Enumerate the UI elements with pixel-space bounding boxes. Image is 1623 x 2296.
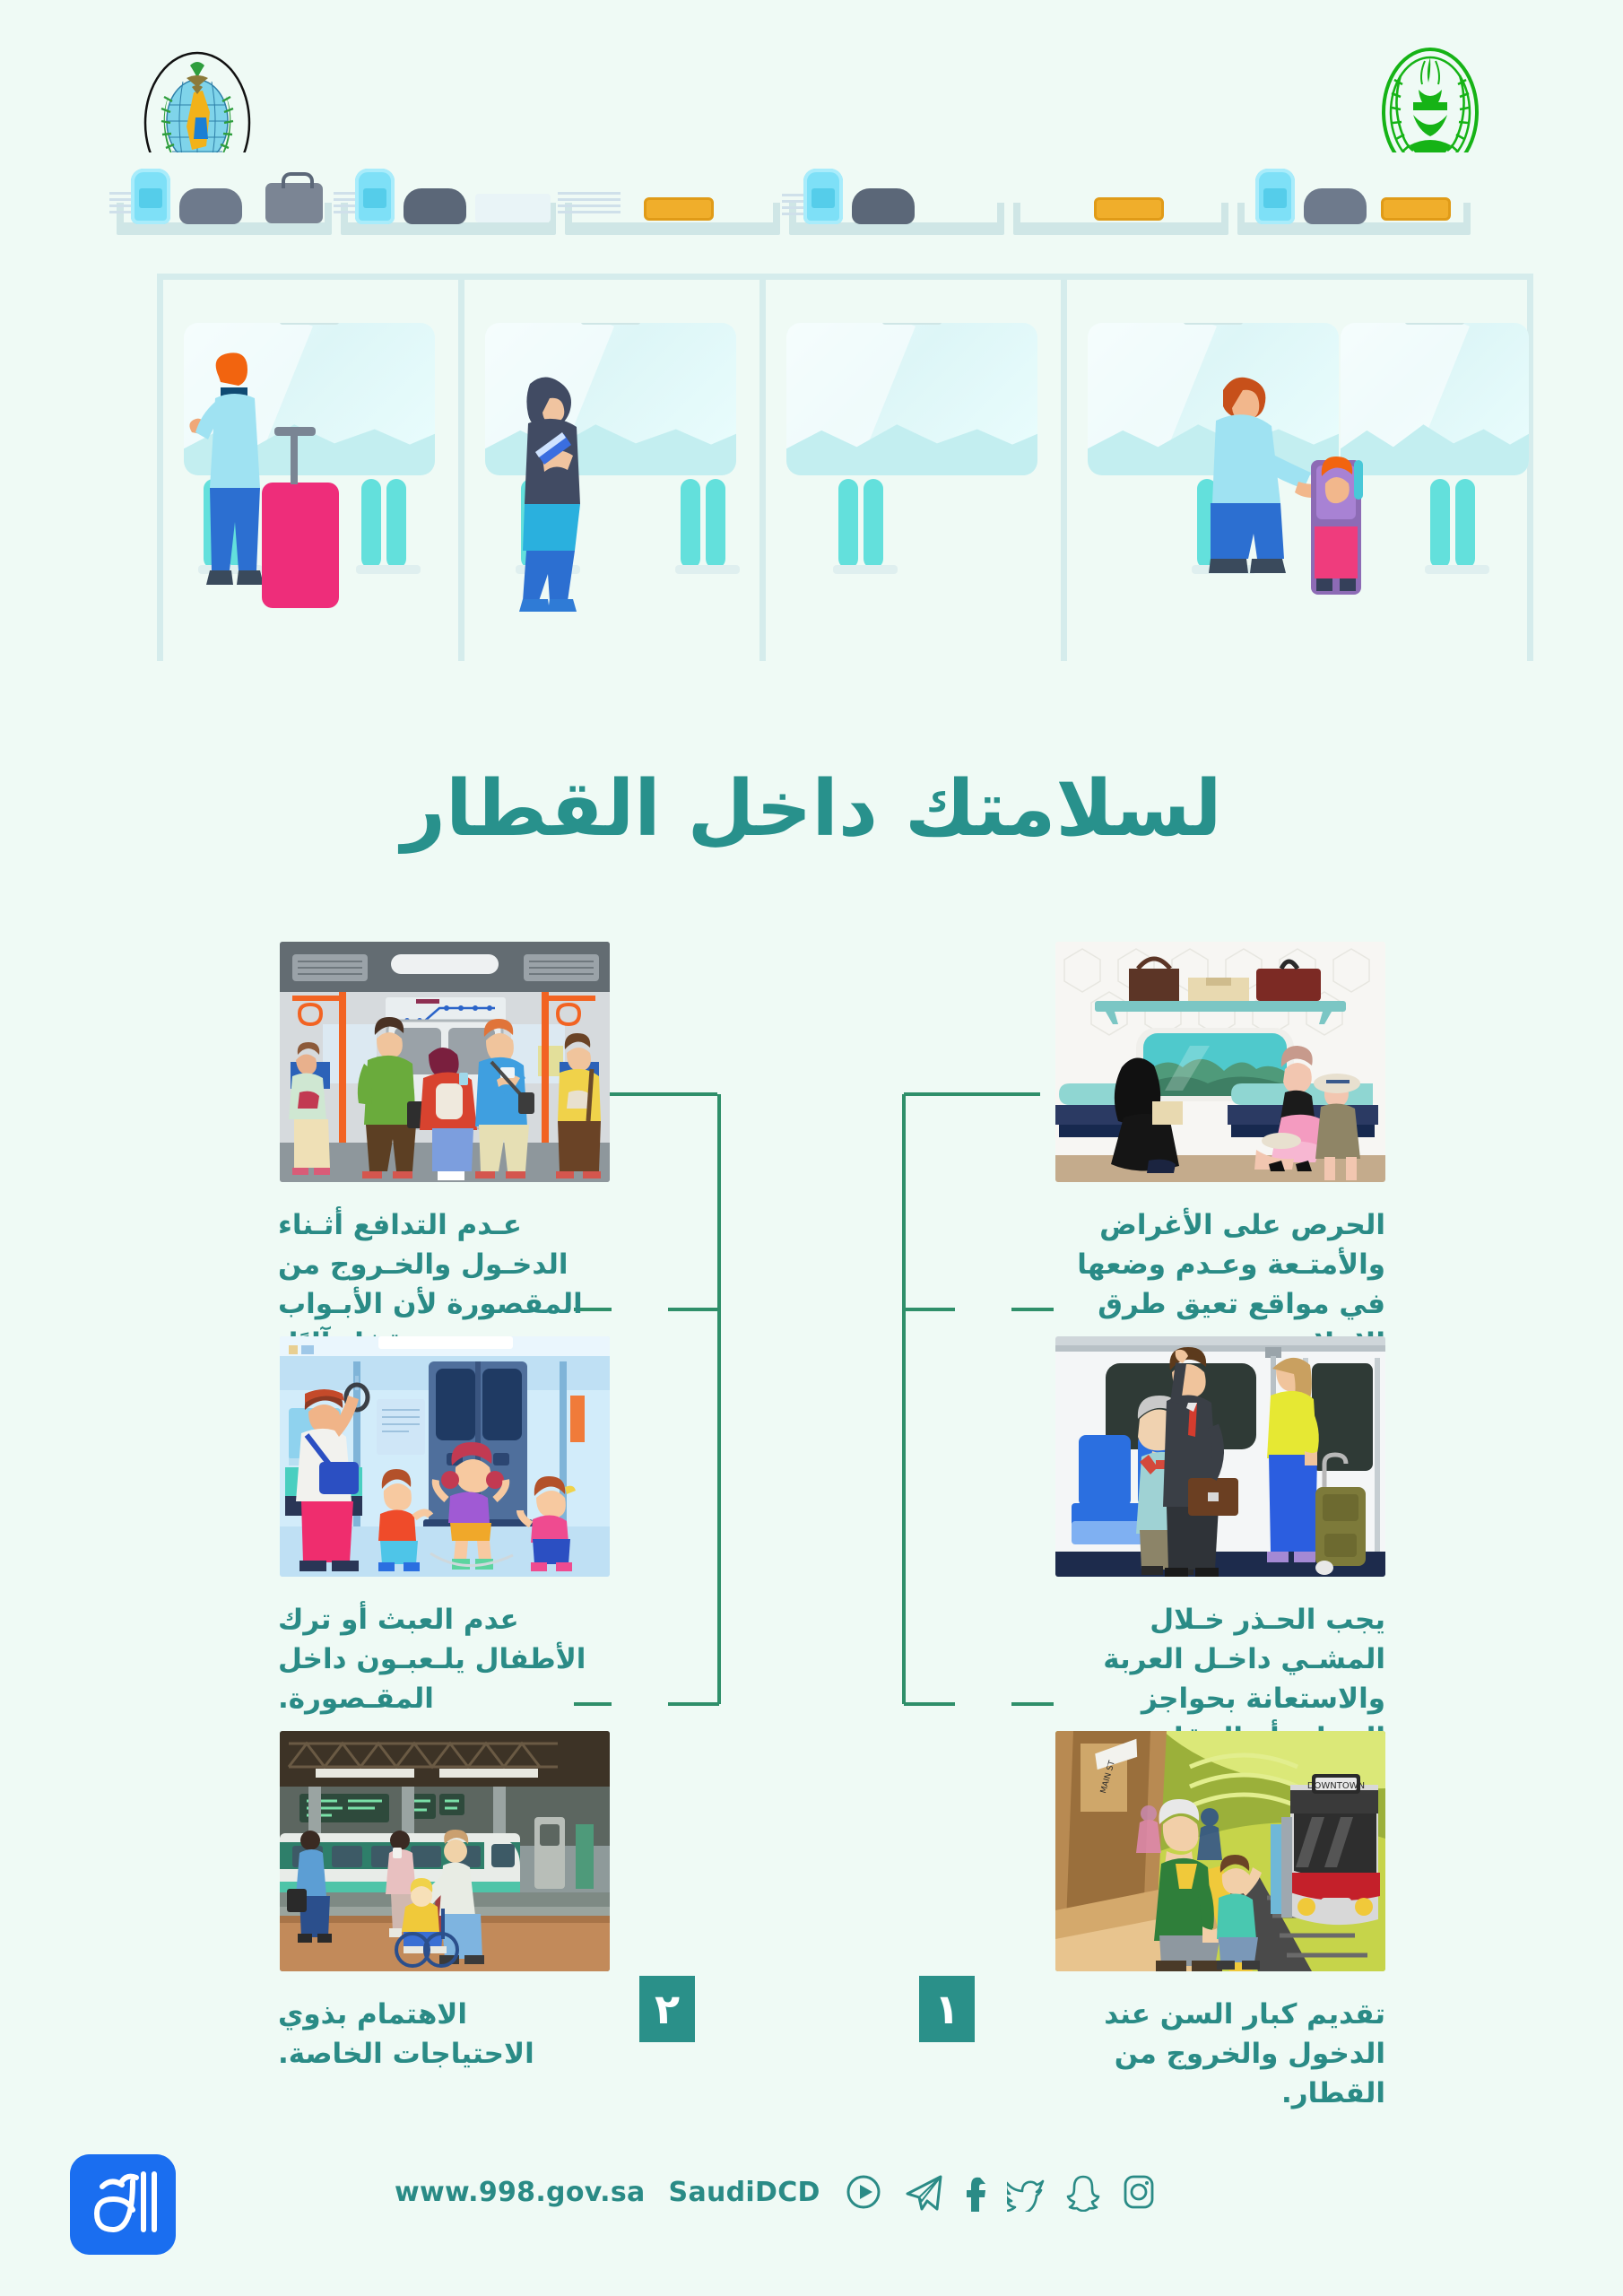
standing-man-figure [189,352,264,585]
website-url[interactable]: www.998.gov.sa [395,2176,646,2208]
youtube-icon[interactable] [844,2172,883,2212]
seated-reader-figure [519,377,580,612]
facebook-icon[interactable] [964,2172,987,2212]
safety-item-4-image [280,1336,610,1577]
twitter-icon[interactable] [1006,2172,1046,2212]
safety-item-2: عـدم التدافع أثـناء الدخـول والخـروج من … [278,942,610,1363]
pink-suitcase [262,427,339,608]
safety-item-5-image: MAIN ST [1055,1731,1385,1971]
social-handle[interactable]: SaudiDCD [668,2176,820,2208]
train-cabin-illustration [90,152,1533,726]
safety-item-1-number: ١ [919,1976,975,2042]
father-and-child-figure [1209,377,1363,595]
footer: www.998.gov.sa SaudiDCD [0,2135,1623,2296]
safety-item-3: يجب الحـذر خـلال المشـي داخـل العربة وال… [1054,1336,1385,1758]
page-title: لسلامتك داخل القطار [401,764,1222,854]
safety-item-6-caption: الاهتمام بذوي الاحتياجات الخاصة. [278,1998,534,2071]
safety-item-1-image [1055,942,1385,1182]
safety-item-5-caption: تقديم كبار السن عند الدخول والخروج من ال… [1104,1998,1385,2110]
safety-item-6: الاهتمام بذوي الاحتياجات الخاصة. [278,1731,610,2074]
snapchat-icon[interactable] [1066,2172,1100,2212]
safety-item-2-image [280,942,610,1182]
safety-item-1: الحرص على الأغراض والأمتـعة وعـدم وضعها … [1054,942,1385,1363]
safety-item-5: MAIN ST [1054,1731,1385,2113]
safety-item-4: عدم العبث أو ترك الأطفال يلـعبـون داخل ا… [278,1336,610,1718]
safety-item-4-caption: عدم العبث أو ترك الأطفال يلـعبـون داخل ا… [278,1604,586,1716]
safety-item-2-number: ٢ [639,1976,695,2042]
instagram-icon[interactable] [1120,2172,1158,2212]
saudi-998-app-logo[interactable] [70,2154,176,2255]
safety-item-6-image [280,1731,610,1971]
telegram-icon[interactable] [903,2172,944,2212]
safety-items-grid: الحرص على الأغراض والأمتـعة وعـدم وضعها … [0,933,1623,2109]
tram-destination-label: DOWNTOWN [1307,1781,1365,1791]
safety-item-3-image [1055,1336,1385,1577]
